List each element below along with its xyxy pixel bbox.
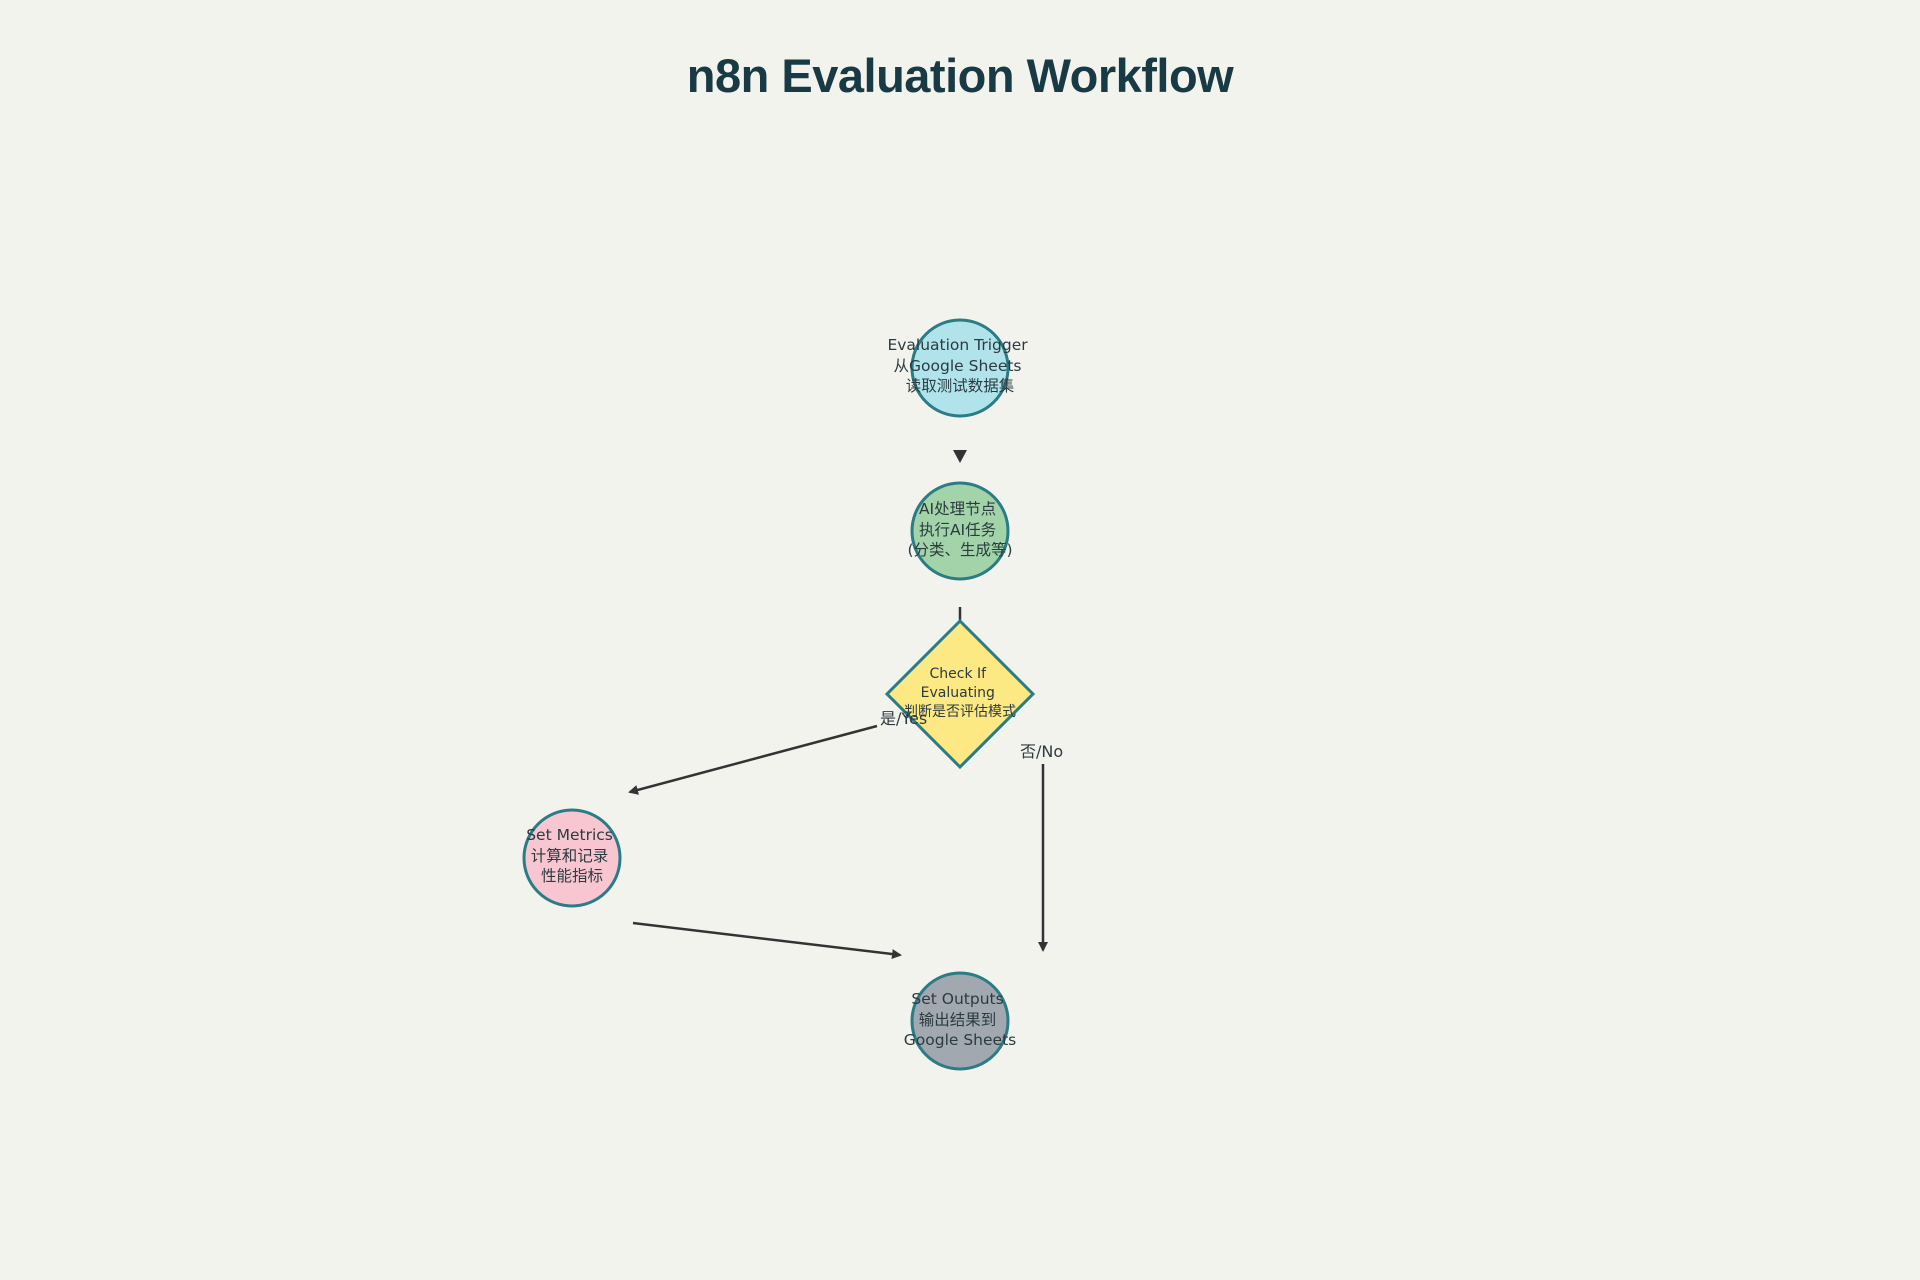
set-metrics-label-line-3: 性能指标 [541, 867, 603, 885]
evaluation-trigger-label-line-2: 从Google Sheets [894, 357, 1022, 375]
set-metrics-circle [522, 808, 622, 908]
set-outputs-circle [910, 971, 1010, 1071]
set-outputs-label-line-2: 输出结果到 [919, 1011, 997, 1029]
node-set-metrics[interactable]: Set Metrics 计算和记录 性能指标 [522, 808, 622, 908]
ai-processing-circle [910, 481, 1010, 581]
set-metrics-label-line-1: Set Metrics [526, 826, 613, 844]
node-check-if-evaluating[interactable]: Check If Evaluating 判断是否评估模式 [884, 618, 1036, 770]
check-if-evaluating-label-line-1: Check If [929, 666, 987, 682]
edge-label-yes: 是/Yes [880, 709, 927, 728]
set-metrics-label-line-2: 计算和记录 [531, 846, 609, 865]
node-evaluation-trigger[interactable]: Evaluation Trigger 从Google Sheets 读取测试数据… [887, 318, 1032, 418]
check-if-evaluating-label-line-3: 判断是否评估模式 [904, 704, 1016, 720]
diagram-title: n8n Evaluation Workflow [686, 49, 1234, 102]
svg-text:Set Metrics 计算和记录: Set Metrics 计算和记录 性能指标 [526, 826, 618, 885]
evaluation-trigger-circle [910, 318, 1010, 418]
node-set-outputs[interactable]: Set Outputs 输出结果到 Google Sheets [904, 971, 1016, 1071]
set-outputs-label-line-1: Set Outputs [911, 990, 1003, 1008]
edge-check-to-metrics [628, 724, 878, 795]
svg-text:Evaluation Trigger 从Goog: Evaluation Trigger 从Google Sheets 读取测试数据… [887, 336, 1032, 395]
edge-label-no: 否/No [1020, 742, 1063, 761]
set-outputs-label-line-3: Google Sheets [904, 1031, 1016, 1049]
svg-text:Set Outputs 输出结果到: Set Outputs 输出结果到 Google Sheets [904, 990, 1016, 1049]
node-ai-processing[interactable]: AI处理节点 执行AI任务 (分类、生成等) [907, 481, 1013, 581]
evaluation-trigger-label-line-3: 读取测试数据集 [906, 377, 1015, 395]
svg-text:Check If Evaluating: Check If Evaluating 判断是否评估模式 [904, 666, 1016, 720]
check-if-evaluating-label-line-2: Evaluating [921, 685, 995, 701]
ai-processing-label-line-2: 执行AI任务 [919, 521, 996, 539]
evaluation-trigger-label-line-1: Evaluation Trigger [887, 336, 1028, 354]
check-if-evaluating-diamond [884, 618, 1036, 770]
edge-trigger-to-ai [953, 450, 967, 463]
svg-text:AI处理节点 执行AI任务 (分类、: AI处理节点 执行AI任务 (分类、生成等) [907, 500, 1012, 559]
edge-metrics-to-outputs [632, 921, 902, 960]
ai-processing-label-line-1: AI处理节点 [919, 500, 996, 518]
ai-processing-label-line-3: (分类、生成等) [907, 541, 1012, 559]
